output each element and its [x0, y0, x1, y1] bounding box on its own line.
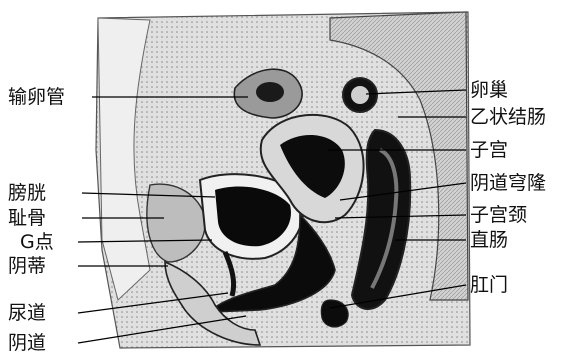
label-vaginal-fornix: 阴道穹隆: [470, 172, 546, 194]
label-bladder: 膀胱: [8, 182, 46, 204]
label-urethra: 尿道: [8, 302, 46, 324]
label-rectum: 直肠: [470, 229, 508, 251]
label-uterus: 子宫: [470, 139, 508, 161]
label-anus: 肛门: [470, 274, 508, 296]
label-ovary: 卵巢: [470, 79, 508, 101]
label-clitoris: 阴蒂: [8, 255, 46, 277]
label-g-spot: G点: [20, 231, 54, 253]
label-vagina: 阴道: [8, 332, 46, 354]
label-fallopian-tube: 输卵管: [8, 86, 65, 108]
label-pubic-bone: 耻骨: [8, 207, 46, 229]
label-sigmoid-colon: 乙状结肠: [470, 106, 546, 128]
label-cervix: 子宫颈: [470, 204, 527, 226]
